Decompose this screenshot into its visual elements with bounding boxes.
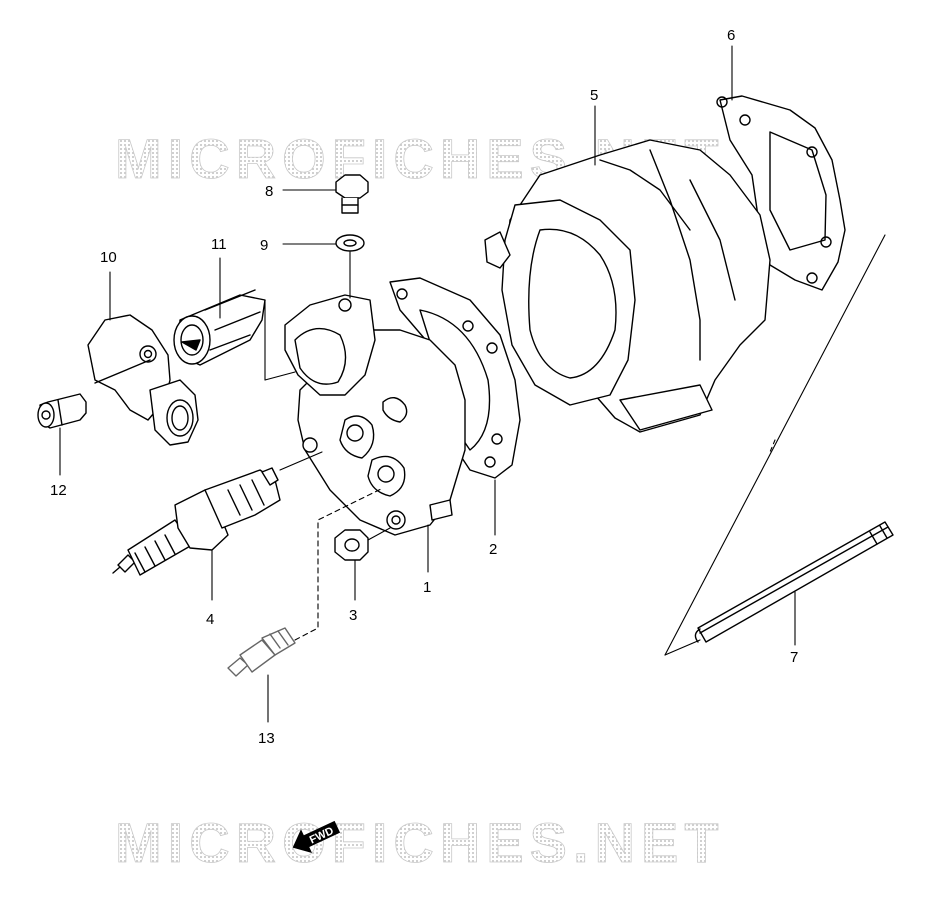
part-11-thermostat: [173, 289, 266, 366]
thermostat-frame-lines: [264, 299, 296, 381]
callout-6: 6: [727, 27, 735, 44]
watermark-bottom: MICROFICHES.NET: [115, 811, 725, 874]
part-12-cover-bolt: [37, 393, 87, 429]
part-7-stud-bolt: [694, 521, 894, 643]
callout-9: 9: [260, 237, 268, 254]
reference-lines: [664, 234, 886, 656]
part-13-temp-sensor: [227, 627, 296, 677]
callout-11: 11: [211, 236, 227, 253]
part-3-head-nut: [334, 529, 369, 561]
callout-1: 1: [423, 579, 431, 596]
callout-12: 12: [50, 482, 67, 499]
callout-4: 4: [206, 611, 214, 628]
callout-7: 7: [790, 649, 798, 666]
callout-8: 8: [265, 183, 273, 200]
callout-3: 3: [349, 607, 357, 624]
part-9-washer: [335, 234, 365, 252]
callout-5: 5: [590, 87, 598, 104]
part-5-cylinder: [484, 139, 771, 433]
part-8-bolt: [335, 174, 369, 214]
part-4-spark-plug: [112, 467, 281, 576]
callout-10: 10: [100, 249, 117, 266]
callout-numbers: 1 2 3 4 5 6 7 8 9 10 11 12 13: [50, 27, 798, 747]
part-1-cylinder-head: [284, 294, 466, 536]
callout-leaders: [59, 45, 796, 723]
callout-13: 13: [258, 730, 275, 747]
part-6-base-gasket: [716, 95, 846, 291]
callout-2: 2: [489, 541, 497, 558]
part-10-thermostat-cover: [87, 314, 199, 446]
